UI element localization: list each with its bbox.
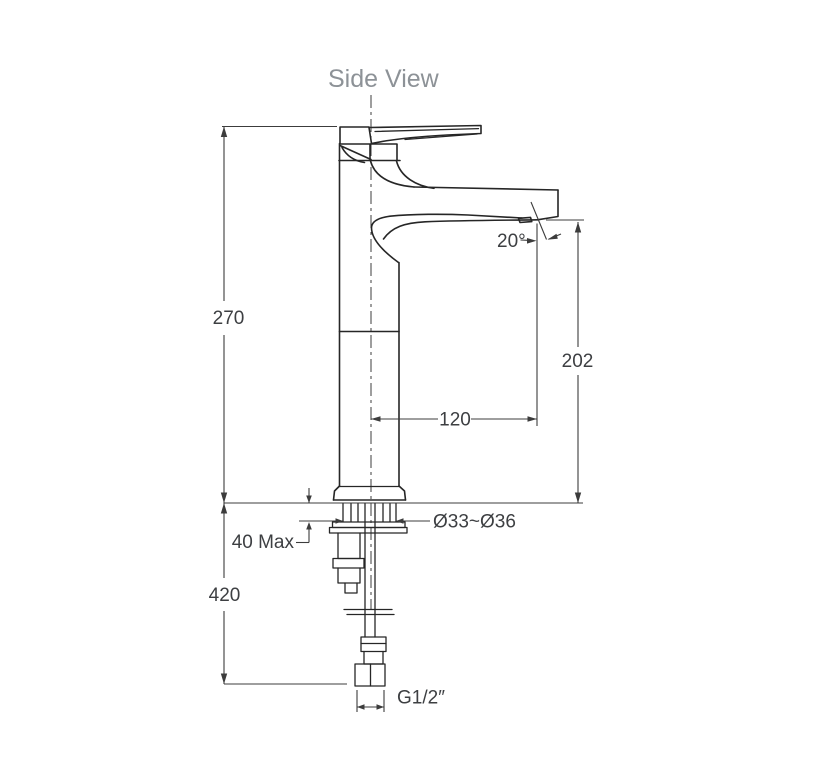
handle-lever-edge [374, 127, 480, 133]
dim-label-deck-thickness: 40 Max [232, 532, 295, 553]
dimension-arrowheads [220, 126, 582, 710]
spout-underside-line [370, 213, 523, 264]
aerator-notch [517, 216, 533, 224]
washer-plate-upper [331, 521, 406, 529]
fixing-stud-body [337, 532, 361, 560]
dim-label-spout-angle: 20° [497, 231, 526, 252]
dimension-lines [222, 125, 584, 712]
handle-cap [339, 126, 370, 145]
dim-label-overall-height: 270 [213, 308, 245, 329]
coupling-body [360, 636, 387, 653]
dim-label-below-deck-height: 420 [209, 585, 241, 606]
spout-top-fillet-far [395, 160, 435, 190]
fixing-stud-washer [332, 557, 365, 569]
threaded-shank [342, 502, 397, 523]
spout-top-fillet-near [369, 160, 415, 188]
handle-lever [368, 124, 482, 145]
inlet-hex-nut [354, 663, 386, 687]
faucet-outline [328, 124, 559, 687]
view-title: Side View [328, 65, 440, 93]
coupling-neck [363, 650, 384, 665]
dim-label-hole-diameter: Ø33~Ø36 [433, 512, 516, 533]
dim-label-spout-height: 202 [562, 351, 594, 372]
angle-axis-line [530, 201, 548, 240]
handle-lever-underedge [404, 133, 478, 141]
spout-bottom-edge [382, 219, 539, 240]
fixing-stud-nut [337, 567, 361, 584]
handle-skirt-diagonal [339, 144, 372, 161]
dimension-labels: 270 420 202 120 40 Max Ø33~Ø36 G1/2″ 20° [209, 231, 594, 709]
spout-end-edge [536, 189, 559, 221]
base-flare-right [398, 485, 407, 501]
handle-skirt-arc [341, 146, 366, 164]
fixing-stud-tip [344, 582, 358, 594]
spout-top-edge [413, 186, 559, 191]
washer-plate-lower [328, 526, 408, 534]
dim-label-inlet-thread: G1/2″ [397, 688, 445, 709]
base-flare-left [332, 485, 341, 501]
dim-label-spout-reach: 120 [439, 410, 471, 431]
